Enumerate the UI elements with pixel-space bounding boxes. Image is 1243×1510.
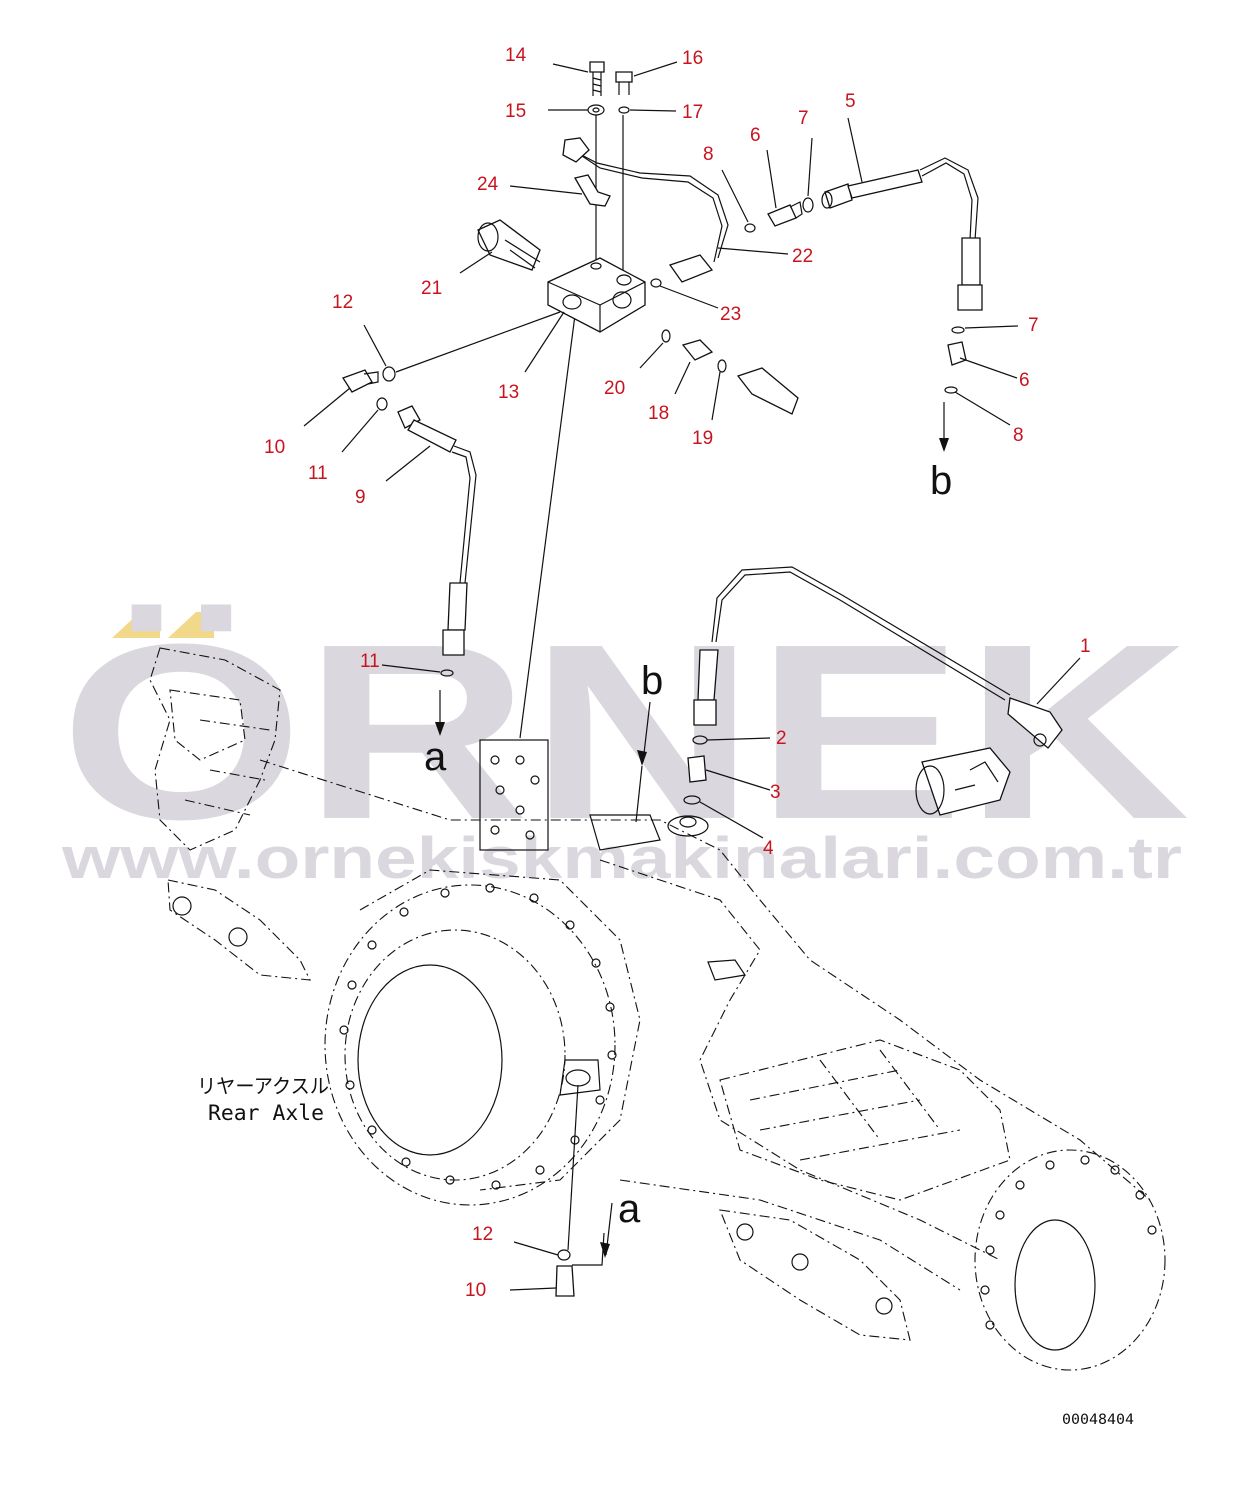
valve-assembly — [342, 61, 1063, 1297]
arrow-b-upper: b — [930, 402, 952, 503]
callout-15: 15 — [505, 101, 526, 122]
direction-arrows: b a b a — [424, 402, 952, 1258]
callout-3: 3 — [770, 782, 781, 803]
callout-leaders — [303, 61, 1081, 1291]
callout-11: 11 — [360, 651, 380, 672]
callout-7: 7 — [1028, 315, 1039, 336]
rear-axle-outline — [149, 647, 1166, 1371]
arrow-a-left: a — [424, 690, 447, 779]
watermark-umlaut-right — [168, 612, 214, 638]
callout-5: 5 — [845, 91, 856, 112]
watermark-url: www.ornekiskmakinalari.com.tr — [61, 826, 1182, 891]
arrow-a-bottom-label: a — [618, 1187, 641, 1231]
callout-6: 6 — [750, 125, 761, 146]
callout-22: 22 — [792, 246, 813, 267]
drawing-code: 00048404 — [1062, 1412, 1134, 1428]
watermark-umlaut-left — [112, 612, 160, 638]
arrow-a-bottom: a — [600, 1187, 641, 1258]
callout-11: 11 — [308, 463, 328, 484]
arrow-b-center-label: b — [641, 659, 663, 703]
callout-13: 13 — [498, 382, 519, 403]
callout-19: 19 — [692, 428, 713, 449]
watermark: ÖRNEK www.ornekiskmakinalari.com.tr — [60, 592, 1190, 891]
callout-6: 6 — [1019, 370, 1030, 391]
connection-lines — [395, 115, 624, 1266]
watermark-brand: ÖRNEK — [60, 592, 1190, 871]
callout-17: 17 — [682, 102, 703, 123]
callout-8: 8 — [1013, 425, 1024, 446]
arrow-b-upper-label: b — [930, 459, 952, 503]
callout-4: 4 — [763, 838, 774, 859]
callout-23: 23 — [720, 304, 741, 325]
callout-14: 14 — [505, 45, 527, 66]
arrow-b-center: b — [635, 659, 663, 823]
callout-2: 2 — [776, 728, 787, 749]
callout-10: 10 — [465, 1280, 486, 1301]
callout-10: 10 — [264, 437, 285, 458]
arrow-a-left-label: a — [424, 735, 447, 779]
callout-12: 12 — [332, 292, 353, 313]
callout-7: 7 — [798, 108, 809, 129]
axle-label-japanese: リヤーアクスル — [197, 1074, 329, 1098]
axle-label-english: Rear Axle — [208, 1101, 324, 1125]
callout-20: 20 — [604, 378, 625, 399]
callout-21: 21 — [421, 278, 442, 299]
callout-8: 8 — [703, 144, 714, 165]
callout-12: 12 — [472, 1224, 493, 1245]
callout-9: 9 — [355, 487, 366, 508]
callout-18: 18 — [648, 403, 669, 424]
callout-16: 16 — [682, 48, 703, 69]
callout-1: 1 — [1080, 636, 1091, 657]
callout-24: 24 — [477, 174, 499, 195]
